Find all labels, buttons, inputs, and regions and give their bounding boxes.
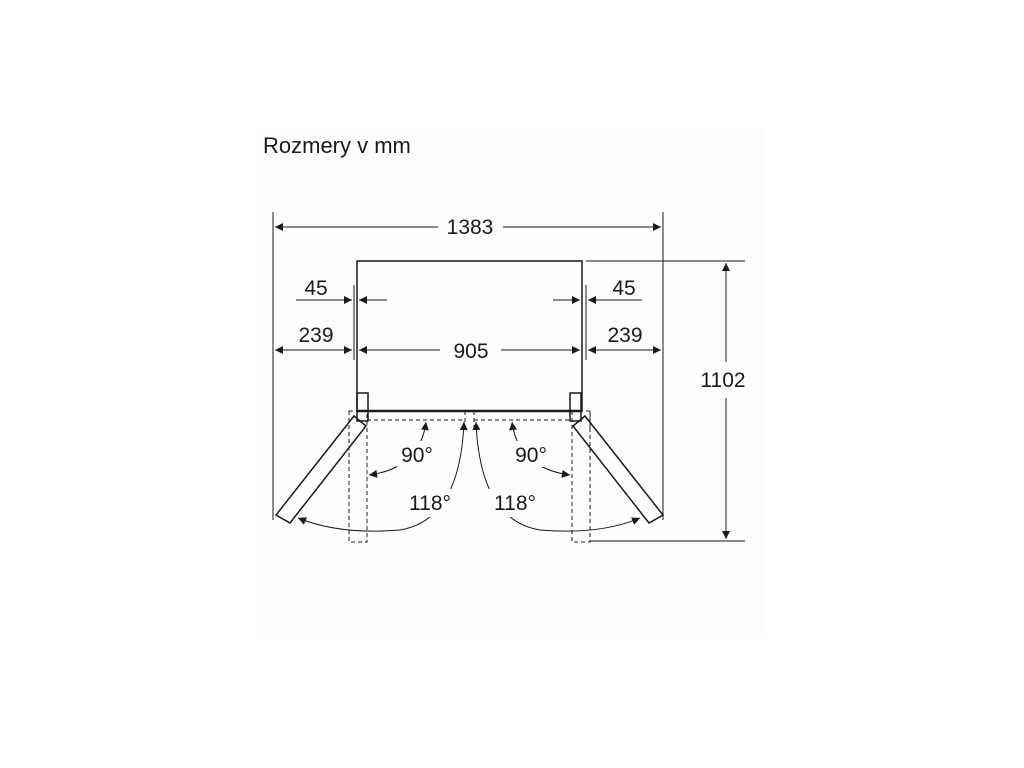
right-90-label-bg <box>510 441 552 467</box>
right-118-label-bg <box>488 489 542 517</box>
right-90-angle-label: 90° <box>515 444 547 467</box>
cabinet-width-label: 905 <box>453 340 488 363</box>
left-door-90-outline <box>348 410 368 543</box>
left-118-angle-arc <box>297 421 468 532</box>
diagram-title: Rozmery v mm <box>263 133 411 158</box>
left-hinge <box>356 392 369 422</box>
left-118-angle-label: 118° <box>409 492 451 515</box>
left-118-label-bg <box>403 489 457 517</box>
overall-width-label: 1383 <box>447 216 494 239</box>
right-door-width-label: 239 <box>607 324 642 347</box>
left-90-angle-label: 90° <box>401 444 433 467</box>
right-118-angle-label: 118° <box>494 492 536 515</box>
left-door-width-label: 239 <box>298 324 333 347</box>
right-door-118 <box>571 414 665 524</box>
right-door-90-outline <box>571 410 591 543</box>
right-clearance-label: 45 <box>612 277 635 300</box>
cabinet-body <box>356 260 583 412</box>
left-door-118 <box>274 414 368 524</box>
diagram-background <box>258 128 764 638</box>
right-hinge <box>569 392 582 422</box>
left-90-label-bg <box>397 441 437 467</box>
left-clearance-label: 45 <box>304 277 327 300</box>
depth-label: 1102 <box>700 369 745 392</box>
right-118-angle-arc <box>472 421 641 532</box>
